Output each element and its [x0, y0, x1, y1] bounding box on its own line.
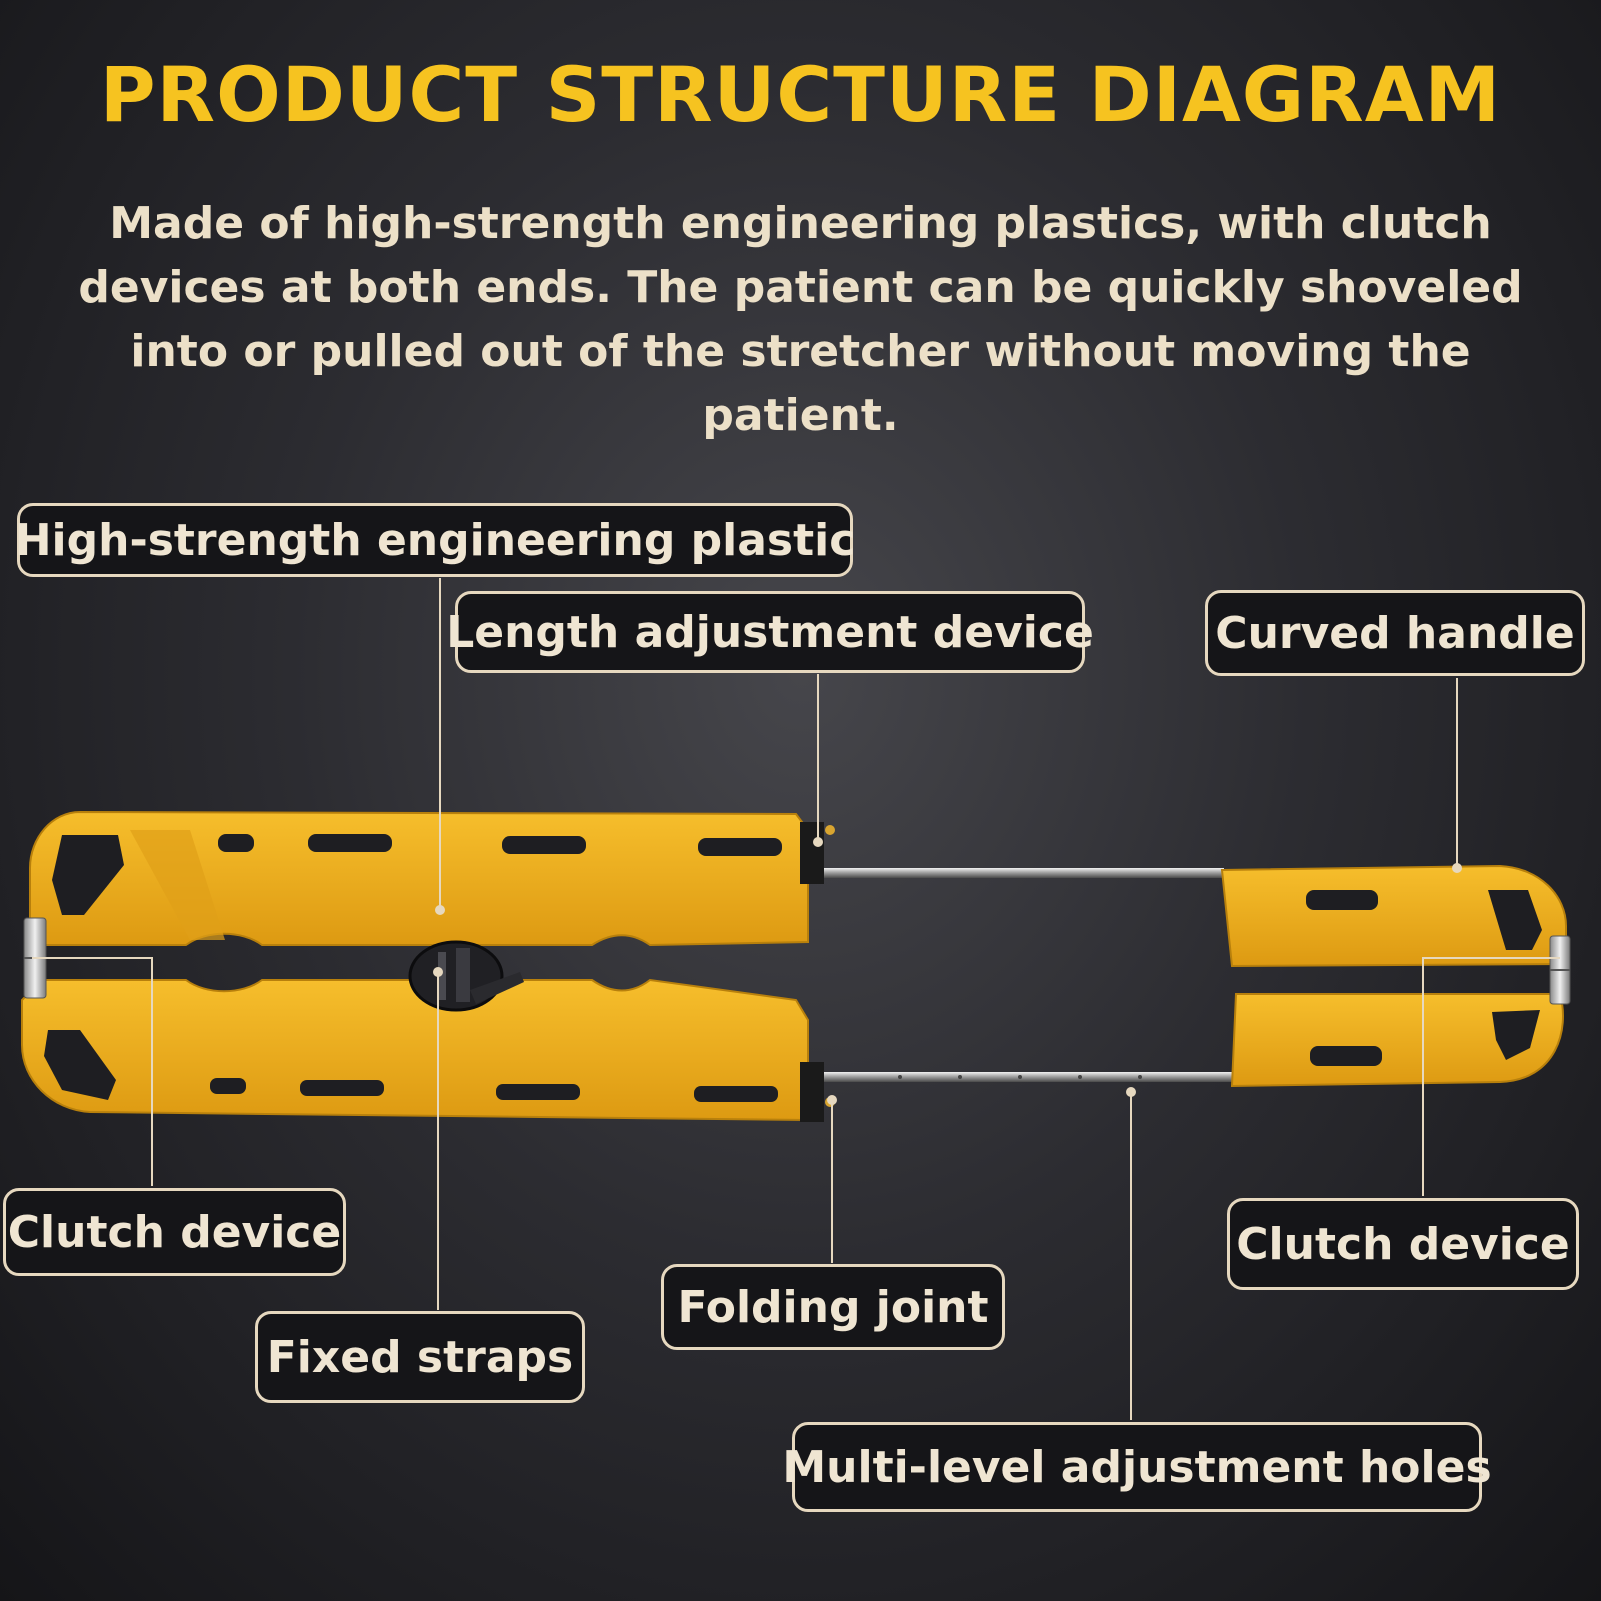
callout-clutch-device-right: Clutch device	[1227, 1198, 1579, 1290]
product-description: Made of high-strength engineering plasti…	[78, 198, 1523, 441]
strap-buckle	[408, 940, 524, 1012]
page-title: PRODUCT STRUCTURE DIAGRAM	[99, 50, 1502, 139]
callout-clutch-device-left: Clutch device	[3, 1188, 346, 1276]
telescopic-rods	[812, 868, 1232, 1082]
left-lower-blade	[21, 825, 835, 1122]
callout-fixed-straps: Fixed straps	[255, 1311, 585, 1403]
right-lower-blade	[1230, 993, 1564, 1088]
callout-length-adjustment-device: Length adjustment device	[446, 591, 1094, 673]
callout-curved-handle: Curved handle	[1205, 590, 1585, 676]
callout-high-strength-plastic: High-strength engineering plastic	[15, 503, 855, 577]
left-upper-blade	[29, 810, 824, 947]
callout-folding-joint: Folding joint	[661, 1264, 1005, 1350]
right-upper-blade	[1220, 864, 1567, 968]
right-clutch-hinge	[1549, 935, 1571, 1005]
leader-lines	[32, 578, 1560, 1420]
callout-multi-level-adjustment-holes: Multi-level adjustment holes	[782, 1422, 1492, 1512]
